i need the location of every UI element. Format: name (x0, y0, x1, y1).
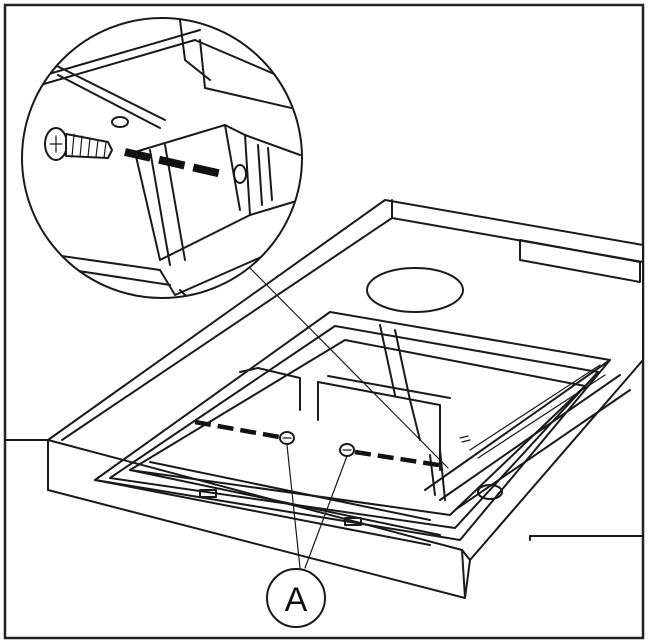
screw-icon (279, 431, 295, 445)
callout-label: A (285, 581, 308, 619)
vent-opening (366, 267, 464, 313)
screw-icon (44, 127, 113, 161)
magnifier-circle-icon (21, 17, 303, 299)
magnifier-leader (249, 267, 449, 469)
screw-path-lines (194, 419, 446, 469)
wall-lines (4, 439, 644, 541)
screw-icon (339, 443, 355, 457)
hood-body (47, 199, 644, 599)
callout-leaders (286, 444, 348, 569)
callout-a: A (266, 568, 326, 628)
